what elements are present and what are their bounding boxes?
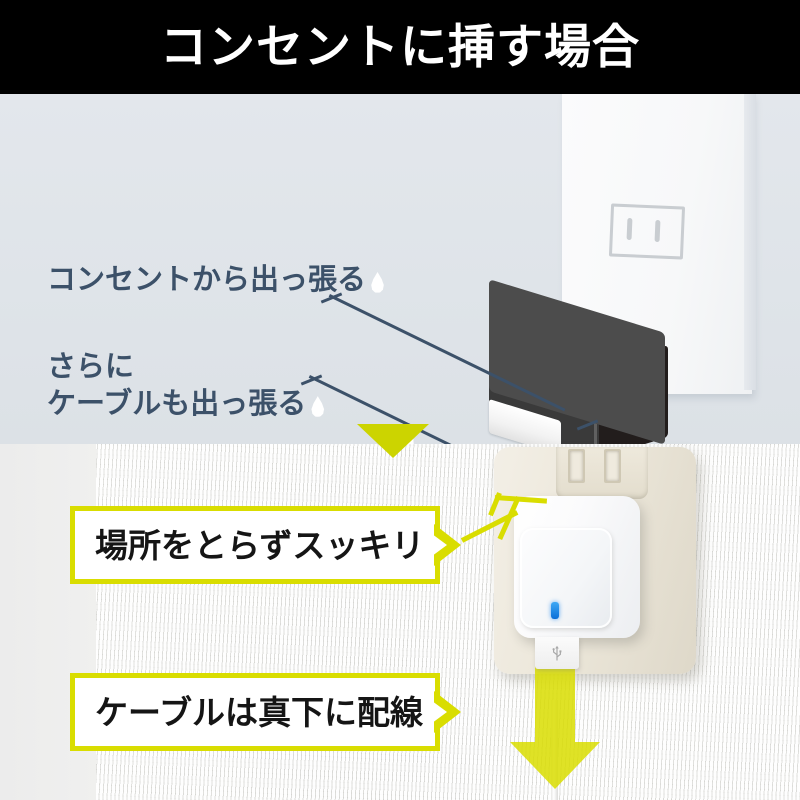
wall-plate-edge [744,94,756,390]
callout-cable-routed-down[interactable]: ケーブルは真下に配線 [70,673,461,751]
caption-text-line1: さらに [47,351,135,383]
cable-direction-arrow-icon [510,666,600,789]
caption-cable-also-protrudes: さらに ケーブルも出っ張る [47,349,325,423]
outlet-slot-left [568,449,585,483]
caption-text: コンセントから出っ張る [47,264,367,296]
top-illustration-panel: コンセントから出っ張る さらに ケーブルも出っ張る [0,94,800,444]
usb-icon [552,645,562,661]
caption-protrudes-from-outlet: コンセントから出っ張る [47,262,385,299]
sweat-drop-icon [371,272,384,293]
callout-label: ケーブルは真下に配線 [95,693,424,731]
charging-led-indicator [551,602,559,619]
charger-front-face [520,528,612,628]
callout-pointer-fill [428,531,447,559]
divider-down-arrow-icon [357,424,429,458]
caption-text-line2: ケーブルも出っ張る [47,388,307,421]
page-title: コンセントに挿す場合 [160,19,640,73]
header-bar: コンセントに挿す場合 [0,0,800,94]
dimension-tick-end-depth [576,419,599,431]
outlet-slot-right [604,449,621,483]
dimension-line-depth [328,294,566,412]
callout-saves-space[interactable]: 場所をとらずスッキリ！ [70,506,461,584]
callout-label: 場所をとらずスッキリ！ [95,526,458,564]
callout-pointer-fill [428,698,447,726]
sweat-drop-icon [311,396,325,417]
